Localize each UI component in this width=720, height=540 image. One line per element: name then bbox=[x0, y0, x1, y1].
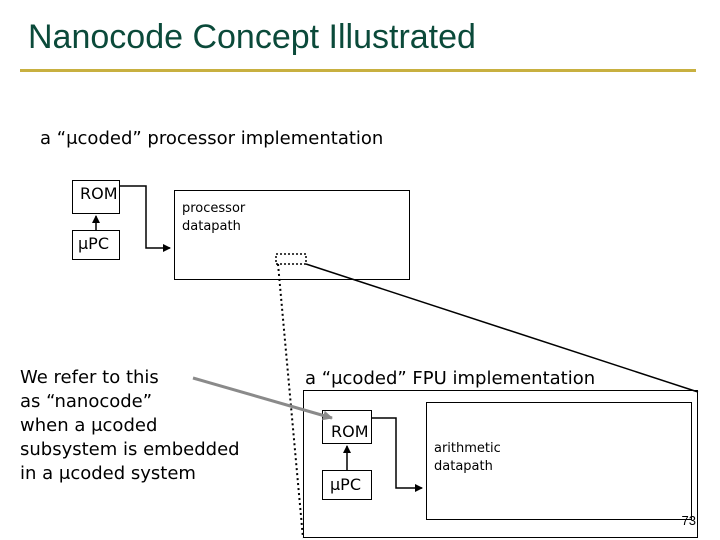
fpu-rom-to-datapath-arrow bbox=[372, 417, 423, 492]
page-number: 73 bbox=[681, 513, 696, 528]
processor-datapath-box bbox=[174, 190, 410, 280]
arithmetic-datapath-box bbox=[426, 402, 692, 520]
zoom-line-left bbox=[277, 263, 304, 539]
top-rom-box bbox=[72, 180, 120, 214]
slide-title: Nanocode Concept Illustrated bbox=[28, 18, 476, 56]
top-rom-label: ROM bbox=[80, 184, 118, 203]
fpu-caption: a “μcoded” FPU implementation bbox=[305, 368, 596, 389]
zoom-line-right bbox=[305, 263, 699, 393]
nanocode-pointer-arrow bbox=[192, 376, 333, 421]
title-underline bbox=[20, 69, 696, 72]
nanocode-note: We refer to this as “nanocode” when a μc… bbox=[20, 367, 240, 484]
fpu-rom-label: ROM bbox=[331, 422, 369, 441]
fpu-upc-label: μPC bbox=[330, 475, 361, 494]
fpu-unit-dotted bbox=[275, 253, 307, 265]
fpu-upc-box bbox=[322, 470, 372, 500]
top-upc-label: μPC bbox=[78, 234, 109, 253]
top-upc-box bbox=[72, 230, 120, 260]
processor-datapath-label: processor datapath bbox=[182, 201, 246, 234]
arithmetic-datapath-label: arithmetic datapath bbox=[434, 441, 501, 474]
top-caption: a “μcoded” processor implementation bbox=[40, 128, 384, 149]
top-rom-to-datapath-arrow bbox=[120, 185, 171, 252]
